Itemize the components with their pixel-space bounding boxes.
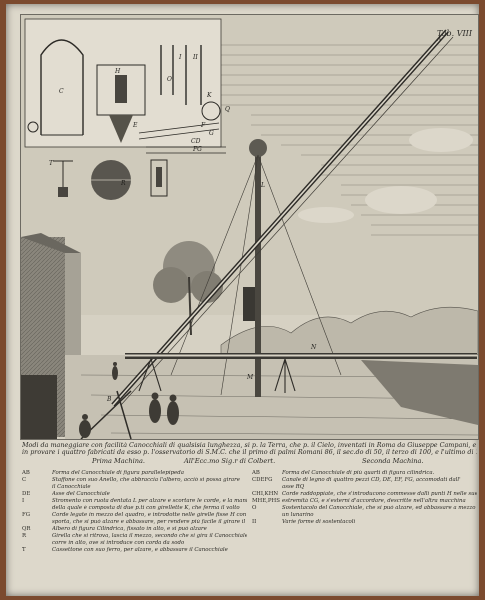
plate-letter: G	[209, 130, 214, 137]
engraved-plate: C T H R I II O K E Q F G CD FG A B M N L	[20, 14, 479, 440]
plate-caption: Modi da maneggiare con facilità Canocchi…	[22, 442, 477, 467]
plate-letter: T	[49, 160, 54, 167]
plate-letter: R	[120, 180, 126, 187]
legend-row: un lunarino	[282, 512, 314, 518]
plate-letter: E	[132, 122, 138, 129]
legend-row: della quale è composta di due p.ti con g…	[52, 505, 240, 511]
legend-row: il Canocchiale	[52, 484, 91, 490]
telescope-illustration: C T H R I II O K E Q F G CD FG A B M N L	[21, 15, 478, 439]
plate-letter: II	[192, 54, 198, 61]
caption-headings: Prima Machina. All'Ecc.mo Sig.r di Colbe…	[22, 457, 477, 467]
plate-letter: F	[200, 122, 206, 129]
legend-row: corre in alto, ove si introduce con cord…	[52, 540, 185, 546]
legend-row: asse RQ	[282, 484, 305, 490]
legend-row: sporta, che si può alzare e abbassare, p…	[52, 519, 247, 525]
caption-line: Modi da maneggiare con facilità Canocchi…	[22, 442, 477, 449]
dedication: All'Ecc.mo Sig.r di Colbert.	[184, 456, 276, 465]
plate-letter: M	[246, 374, 254, 381]
plate-letter: FG	[192, 146, 202, 153]
plate-letter: Q	[225, 106, 230, 113]
plate-letter: C	[59, 88, 64, 95]
prima-machina-heading: Prima Machina.	[92, 456, 145, 465]
caption-line: in provare i quattro fabricati da esso p…	[22, 449, 477, 457]
plate-letter: L	[260, 182, 265, 189]
plate-tab-label: Tab. VIII	[437, 29, 472, 38]
plate-letter: H	[114, 68, 121, 75]
plate-letter: K	[206, 92, 212, 99]
plate-letter: B	[106, 396, 112, 403]
plate-letter: N	[310, 344, 317, 351]
plate-letter: A	[436, 36, 442, 43]
plate-letter: CD	[191, 138, 201, 145]
plate-letter: I	[178, 54, 182, 61]
seconda-machina-heading: Seconda Machina.	[362, 456, 424, 465]
engraving-sheet: C T H R I II O K E Q F G CD FG A B M N L	[6, 4, 479, 596]
plate-letter: O	[167, 76, 172, 83]
